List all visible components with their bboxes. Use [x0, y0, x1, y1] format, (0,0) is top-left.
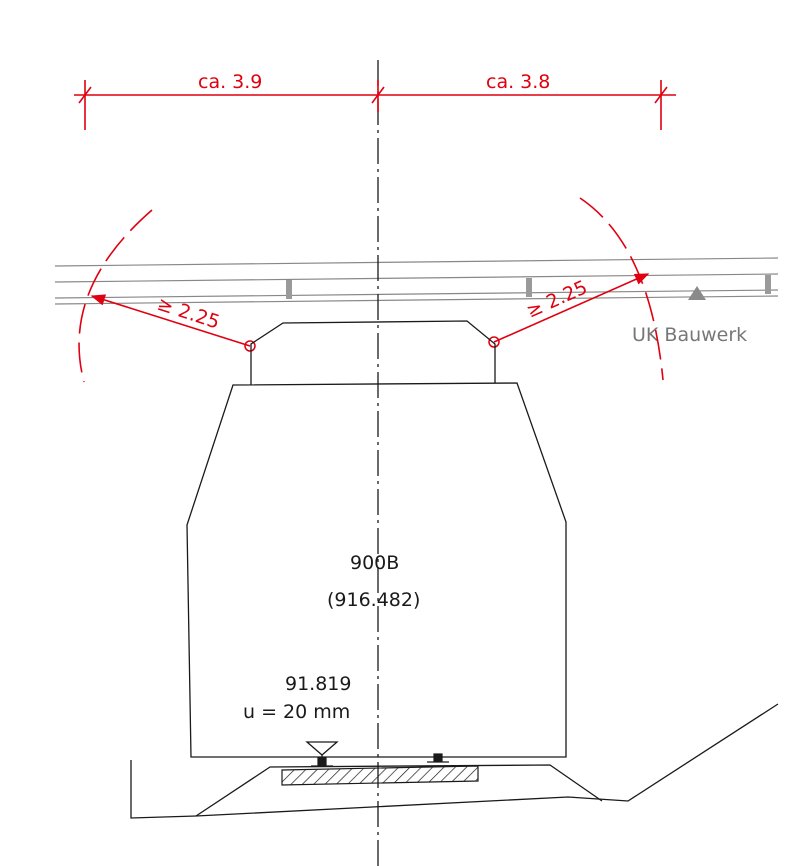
left-pivot-point — [244, 340, 256, 352]
clearance-arcs — [78, 197, 664, 383]
width-dimension-lines — [74, 80, 676, 130]
left-radius-label: ≥ 2.25 — [154, 293, 222, 334]
uk-bauwerk-marker-icon — [688, 286, 706, 300]
vehicle-ref-label: (916.482) — [327, 589, 420, 611]
bridge-brackets — [286, 275, 771, 299]
vehicle-id-label: 900B — [350, 552, 399, 574]
bridge-structure — [54, 257, 779, 305]
ground-profile — [130, 703, 779, 819]
clearance-radius-lines — [90, 273, 650, 347]
track-cant-label: u = 20 mm — [243, 701, 350, 723]
right-width-label: ca. 3.8 — [486, 71, 550, 93]
track-elevation-label: 91.819 — [285, 673, 351, 695]
rails — [311, 753, 449, 767]
uk-bauwerk-label: UK Bauwerk — [632, 324, 747, 346]
right-pivot-point — [488, 336, 500, 348]
vehicle-outline — [186, 320, 567, 758]
left-width-label: ca. 3.9 — [198, 71, 262, 93]
right-radius-label: ≥ 2.25 — [523, 276, 591, 322]
track-slab — [281, 765, 479, 786]
